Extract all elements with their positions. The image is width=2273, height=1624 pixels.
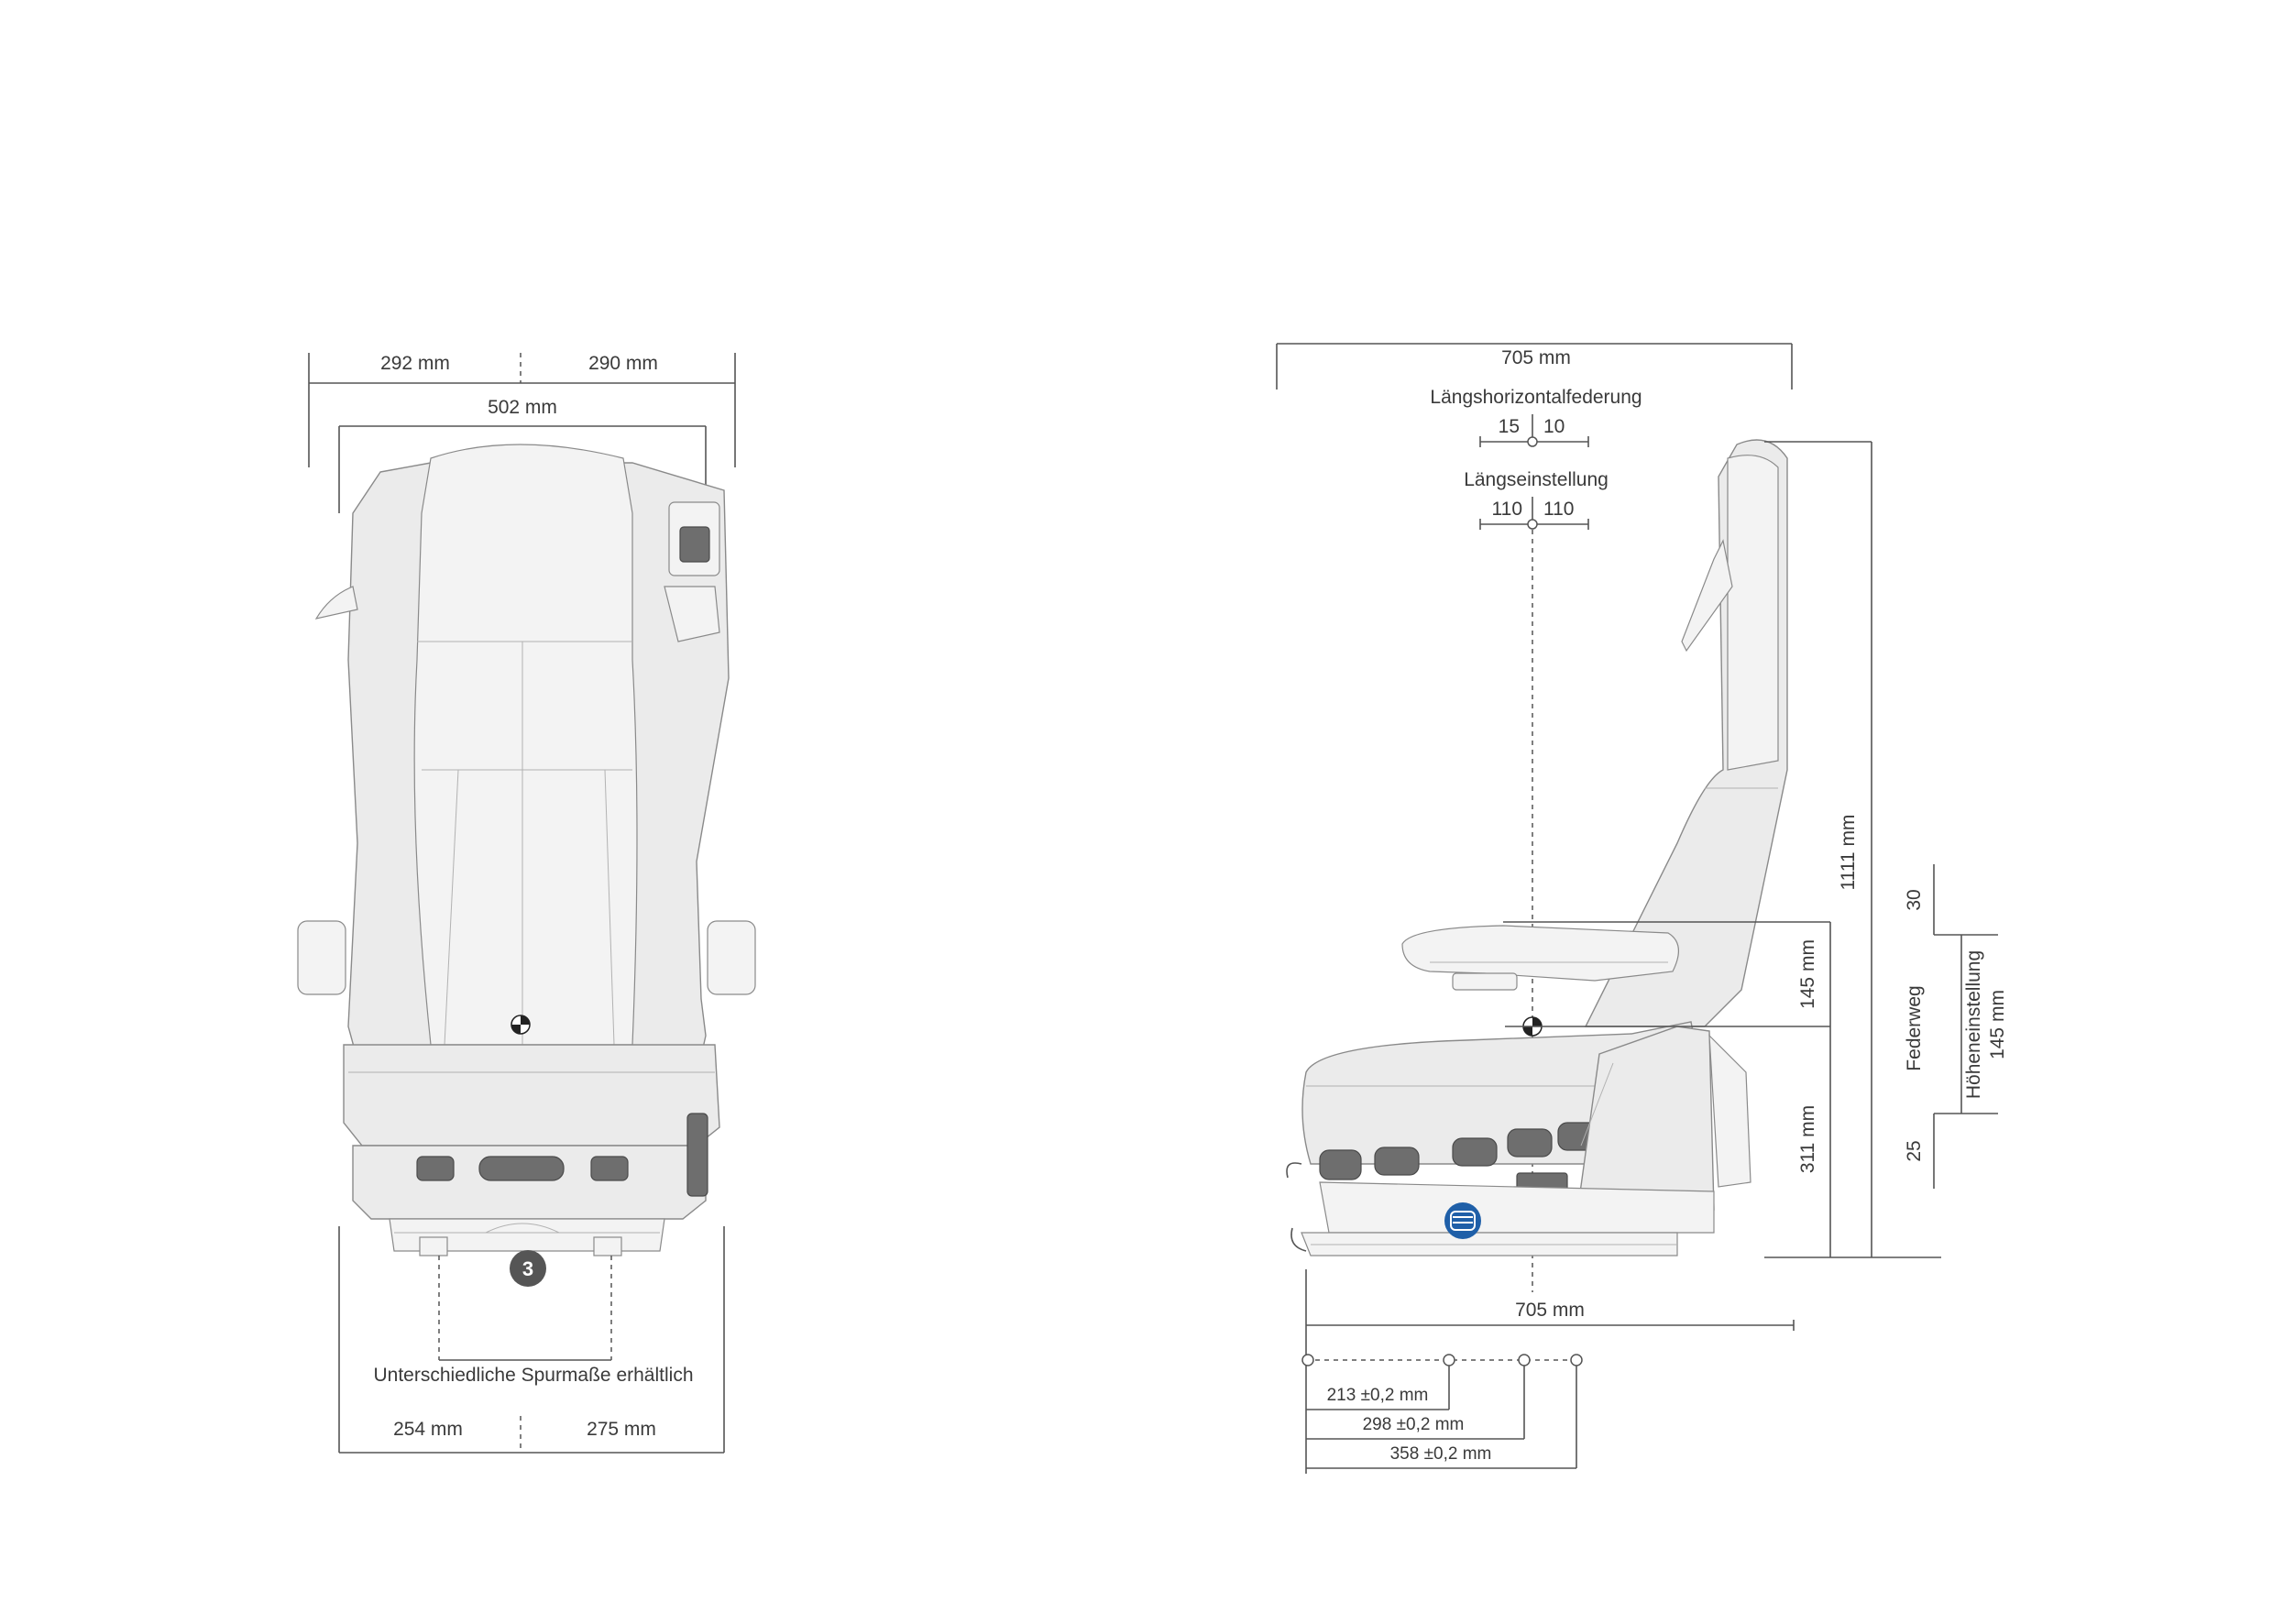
side-bottom-dimensions bbox=[1301, 1269, 1795, 1474]
height-adjust-value: 145 mm bbox=[1987, 990, 2008, 1059]
side-height-dimensions bbox=[1503, 441, 1941, 1258]
height-adjust-label: Höheneinstellung bbox=[1963, 950, 1984, 1099]
side-depth-top-label: 705 mm bbox=[1501, 347, 1571, 368]
fore-aft-adjust-front-value: 110 bbox=[1543, 499, 1574, 520]
fore-aft-suspension-front-value: 10 bbox=[1543, 416, 1565, 437]
side-depth-bottom-label: 705 mm bbox=[1515, 1300, 1585, 1321]
callout-marker-3: 3 bbox=[510, 1250, 546, 1287]
overall-height-label: 1111 mm bbox=[1838, 815, 1859, 891]
suspension-travel-dimensions bbox=[1933, 864, 1998, 1189]
hole-spacing-298: 298 ±0,2 mm bbox=[1363, 1415, 1465, 1434]
front-bottom-dimensions bbox=[338, 1226, 725, 1454]
seat-height-label: 311 mm bbox=[1797, 1105, 1818, 1173]
front-top-dimensions bbox=[308, 353, 736, 513]
air-suspension-icon bbox=[1444, 1202, 1481, 1239]
fore-aft-suspension-label: Längshorizontalfederung bbox=[1430, 387, 1642, 408]
callout-number: 3 bbox=[522, 1257, 533, 1280]
front-bottom-right-label: 275 mm bbox=[587, 1419, 656, 1440]
front-inner-width-label: 502 mm bbox=[488, 397, 557, 418]
travel-bottom-value: 25 bbox=[1904, 1140, 1925, 1161]
hole-spacing-213: 213 ±0,2 mm bbox=[1327, 1386, 1429, 1405]
armrest-height-label: 145 mm bbox=[1797, 939, 1818, 1009]
fore-aft-suspension-back-value: 15 bbox=[1499, 416, 1520, 437]
seat-side-illustration bbox=[1286, 439, 1788, 1256]
seat-front-illustration bbox=[297, 444, 756, 1256]
front-view: 292 mm 290 mm 502 mm bbox=[297, 353, 756, 1454]
hole-spacing-358: 358 ±0,2 mm bbox=[1390, 1444, 1492, 1464]
front-width-right-label: 290 mm bbox=[588, 353, 658, 374]
track-widths-note: Unterschiedliche Spurmaße erhältlich bbox=[374, 1365, 694, 1386]
fore-aft-adjust-label: Längseinstellung bbox=[1464, 469, 1609, 490]
front-bottom-left-label: 254 mm bbox=[393, 1419, 463, 1440]
front-width-left-label: 292 mm bbox=[380, 353, 450, 374]
travel-label: Federweg bbox=[1904, 985, 1925, 1070]
travel-top-value: 30 bbox=[1904, 889, 1925, 910]
fore-aft-adjust-back-value: 110 bbox=[1492, 499, 1522, 520]
side-view: 705 mm Längshorizontalfederung 15 10 Län… bbox=[1276, 343, 2008, 1474]
